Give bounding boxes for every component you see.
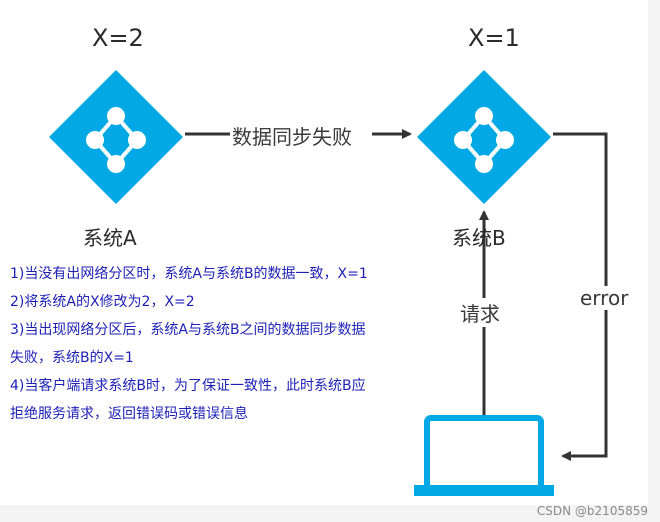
error-arrow-label: error	[578, 286, 631, 310]
sync-arrow-label: 数据同步失败	[232, 125, 352, 149]
watermark: CSDN @b2105859	[536, 504, 648, 518]
note-line: 4)当客户端请求系统B时，为了保证一致性，此时系统B应	[10, 378, 366, 394]
system-a-node-icon	[49, 70, 183, 204]
system-a-label: 系统A	[83, 226, 137, 250]
note-line: 2)将系统A的X修改为2，X=2	[10, 294, 195, 310]
explanation-notes: 1)当没有出网络分区时，系统A与系统B的数据一致，X=1 2)将系统A的X修改为…	[10, 260, 420, 428]
note-line: 失败，系统B的X=1	[10, 350, 134, 366]
note-line: 3)当出现网络分区后，系统A与系统B之间的数据同步数据	[10, 322, 366, 338]
system-b-node-icon	[417, 70, 551, 204]
diagram-canvas: X=2 X=1 系统A 系统B 数据同步失败 请求 error 1)当没有出网络…	[0, 0, 648, 505]
request-arrow-label: 请求	[458, 298, 502, 327]
system-b-value: X=1	[468, 24, 520, 52]
note-line: 拒绝服务请求，返回错误码或错误信息	[10, 406, 248, 422]
note-line: 1)当没有出网络分区时，系统A与系统B的数据一致，X=1	[10, 266, 368, 282]
system-a-value: X=2	[92, 24, 144, 52]
client-laptop-icon	[414, 415, 554, 496]
system-b-label: 系统B	[452, 226, 506, 250]
